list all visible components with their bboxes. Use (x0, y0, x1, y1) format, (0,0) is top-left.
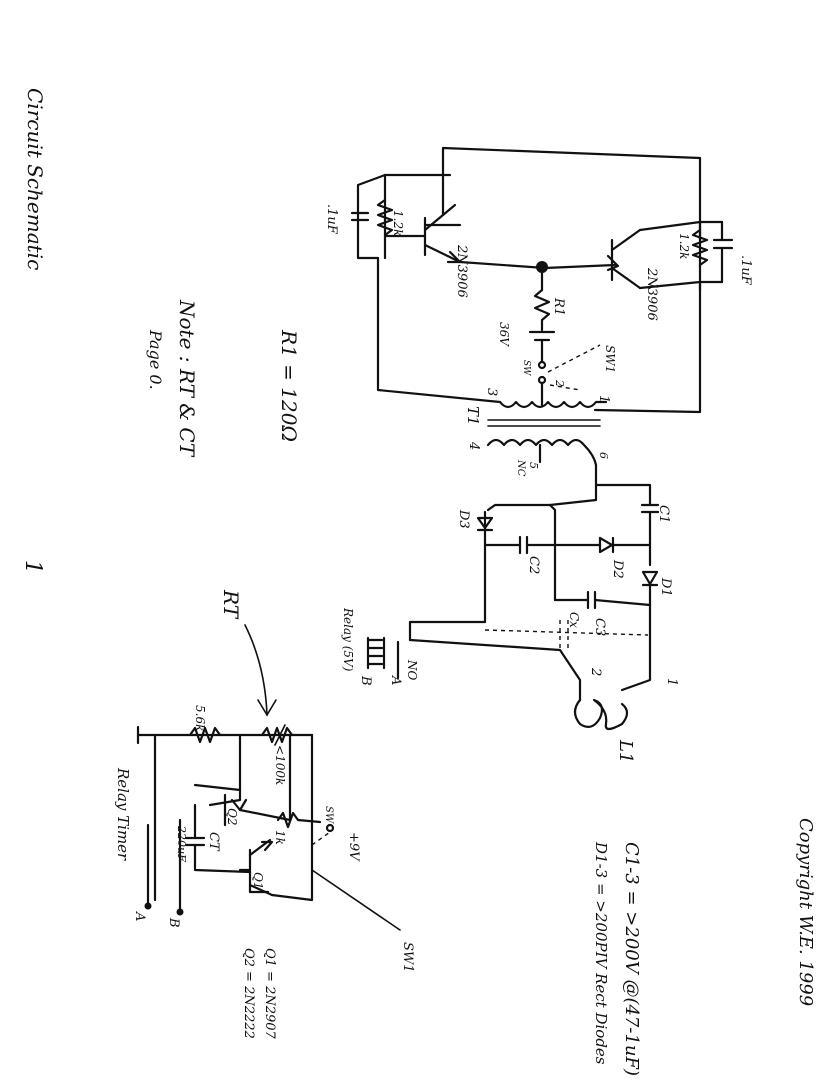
copyright: Copyright W.E. 1999 (795, 818, 816, 1006)
transformer-primary (498, 400, 608, 409)
label-pin-2: 2 (553, 379, 566, 387)
left-rc-frame (356, 173, 452, 260)
spec-diodes: D1-3 = >200PIV Rect Diodes (592, 841, 610, 1065)
label-l1-pin2: 2 (588, 667, 603, 676)
label-res-left: 1.2k (391, 210, 405, 236)
label-cx: Cx (567, 612, 581, 628)
label-d1: D1 (658, 577, 673, 597)
rt-pointer-arrow (244, 624, 268, 716)
label-relay-b: B (358, 675, 373, 686)
label-out-a: A (132, 911, 147, 921)
label-timer-sw1: SW1 (400, 942, 415, 973)
oscillator-section: .1uF 1.2k 2N3906 2N3906 1.2k .1uF R1 36V… (324, 146, 753, 507)
output-b (176, 908, 184, 916)
transformer-secondary (486, 438, 598, 467)
res-r1 (533, 288, 551, 322)
label-d3: D3 (456, 509, 471, 529)
timer-section: RT Relay Timer 5.6k <100k 1k CT 220uF Q1… (114, 589, 415, 973)
label-c1: C1 (656, 505, 671, 523)
label-nc: NC (515, 459, 526, 477)
label-l1-pin1: 1 (664, 678, 679, 686)
label-cap-right: .1uF (738, 255, 753, 286)
label-c2: C2 (526, 556, 541, 574)
timer-sw1-leader (311, 869, 401, 931)
left-rail (376, 256, 502, 404)
feedback-wire-top (441, 146, 702, 242)
page-number: 1 (20, 560, 45, 574)
label-transistor-left: 2N3906 (454, 244, 469, 298)
output-a (144, 902, 152, 910)
label-r1: R1 (551, 297, 566, 316)
switch-contact-a (537, 360, 547, 370)
transistor-q1 (248, 848, 270, 894)
spec-q2: Q2 = 2N2222 (241, 948, 256, 1039)
label-q1: Q1 (251, 872, 265, 889)
label-battery: 36V (497, 322, 511, 347)
label-pin-5: 5 (527, 462, 540, 469)
label-transformer: T1 (464, 406, 482, 426)
label-d2: D2 (610, 559, 625, 579)
diode-d3 (476, 516, 494, 530)
label-transistor-right: 2N3906 (644, 267, 659, 321)
label-relay-no: NO (405, 659, 419, 681)
label-pin-1: 1 (596, 395, 611, 403)
sw1-link (547, 344, 601, 373)
label-q2: Q2 (225, 808, 239, 825)
cap-cx (484, 629, 649, 636)
label-ct: CT (206, 832, 221, 852)
label-cap-left: .1uF (324, 204, 339, 235)
res-left (376, 198, 394, 237)
page-title: Circuit Schematic (23, 88, 47, 270)
label-timer-sw: SW (323, 806, 334, 824)
res-1k (276, 811, 300, 829)
res-5-6k (188, 726, 222, 744)
coil-l1 (573, 698, 629, 731)
spec-capacitors: C1-3 = >200V @(47-1uF) (621, 842, 642, 1076)
label-relay-a: A (388, 675, 403, 685)
label-pin-4: 4 (466, 441, 481, 450)
res-100k (260, 726, 294, 744)
label-c3: C3 (592, 618, 607, 636)
note-r1: R1 = 120Ω (277, 329, 301, 442)
label-pin-6: 6 (597, 452, 610, 459)
note-line2: Page 0. (146, 329, 165, 390)
diode-d1 (641, 570, 659, 586)
spec-q1: Q1 = 2N2907 (262, 948, 277, 1040)
label-rt: RT (219, 589, 243, 620)
label-timer-title: Relay Timer (114, 767, 132, 861)
label-sw: SW (521, 360, 531, 376)
relay-coil (366, 638, 384, 666)
emitter-arrow-right (606, 254, 620, 272)
label-l1: L1 (615, 739, 636, 763)
label-sw1: SW1 (603, 345, 617, 373)
label-res-1k: 1k (273, 830, 287, 845)
label-pin-3: 3 (484, 388, 499, 396)
label-9v: +9V (346, 832, 361, 862)
note-line1: Note : RT & CT (175, 299, 199, 458)
relay-section: Relay (5V) NO A B (341, 607, 419, 686)
multiplier-section: C1 C2 C3 Cx D1 D2 D3 1 2 L1 (408, 483, 679, 763)
label-relay: Relay (5V) (341, 607, 355, 672)
label-res-100k: <100k (273, 745, 287, 785)
label-res-5-6k: 5.6k (193, 705, 207, 731)
label-ct-value: 220uF (175, 825, 188, 862)
label-res-right: 1.2k (677, 233, 691, 259)
diode-d2 (598, 536, 614, 554)
right-rail (593, 280, 702, 414)
label-out-b: B (166, 917, 181, 928)
timer-sw1-link (311, 831, 331, 846)
timer-switch-contact (325, 823, 335, 833)
res-right (691, 228, 709, 267)
